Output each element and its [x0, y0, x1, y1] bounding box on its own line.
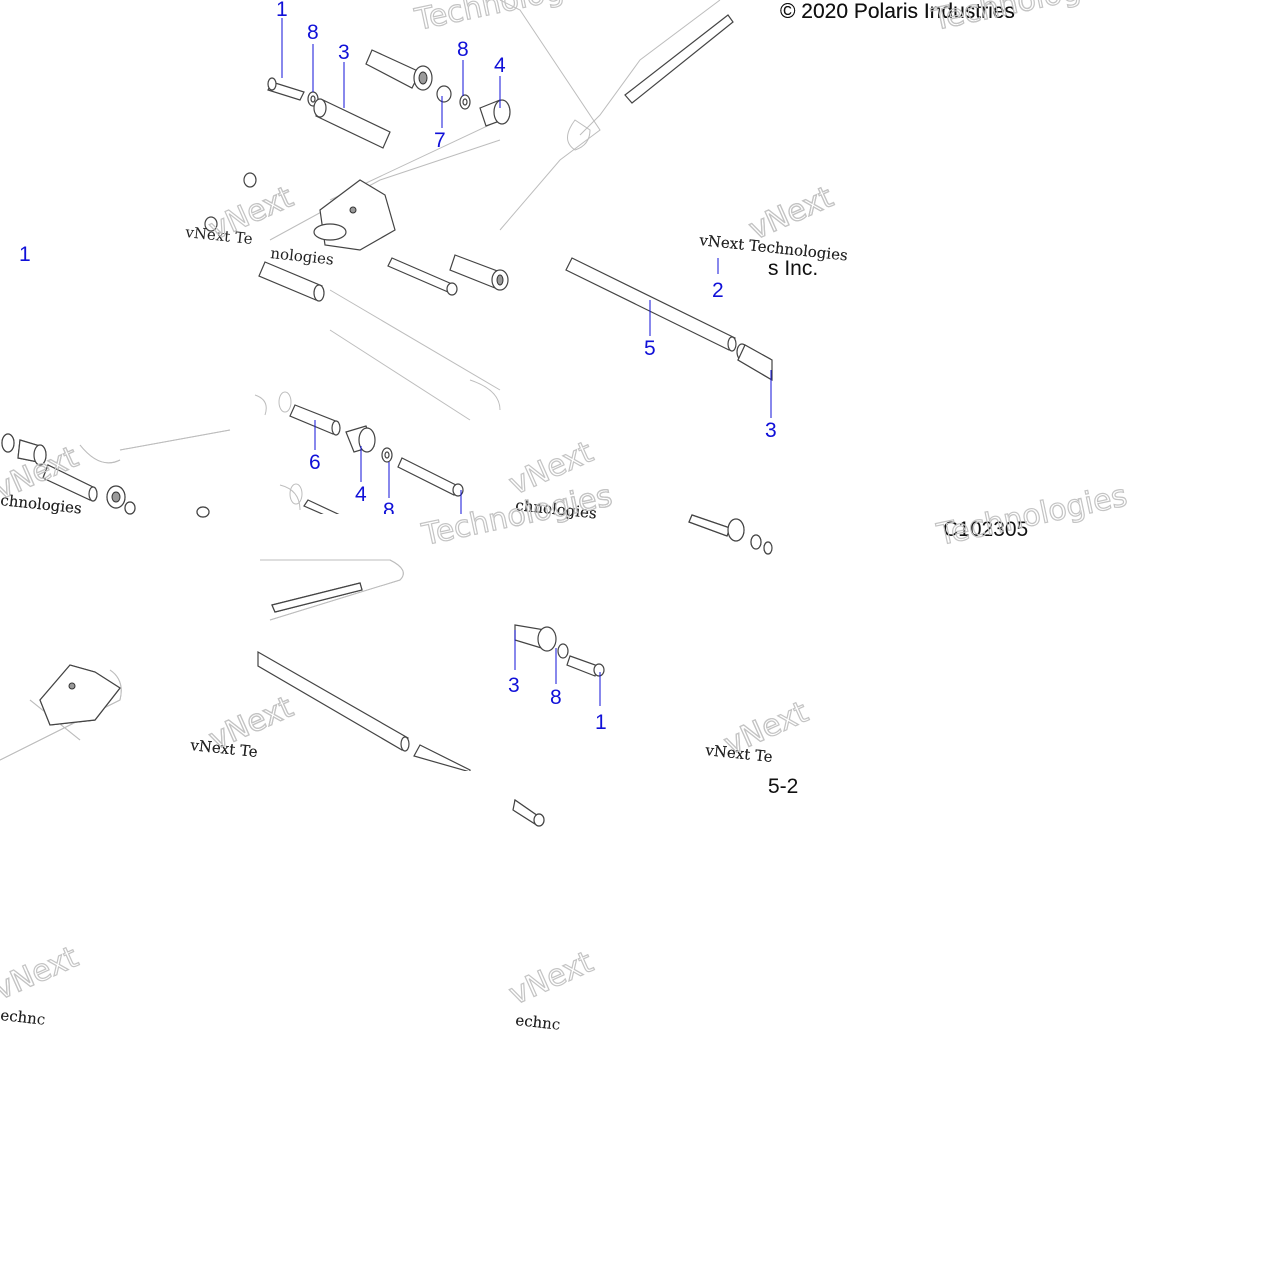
svg-text:nologies: nologies [270, 244, 335, 269]
bolt-top-left [267, 77, 305, 101]
svg-text:echnc: echnc [515, 1011, 562, 1034]
callout-8: 8 [307, 21, 319, 44]
svg-text:C102305: C102305 [943, 518, 1028, 541]
frame-bracket [313, 179, 396, 251]
bushing-bottom [514, 624, 605, 677]
svg-text:1: 1 [19, 243, 31, 266]
callout-8: 8 [383, 499, 395, 522]
callout-3: 3 [765, 419, 777, 442]
bushing-assembly-top [365, 49, 433, 91]
sleeve-center [278, 391, 341, 436]
sleeve-top [313, 98, 391, 149]
callout-8: 8 [550, 686, 562, 709]
callout-8: 8 [457, 38, 469, 61]
bushing-center [345, 425, 376, 453]
svg-text:© 2020 Polaris Industries: © 2020 Polaris Industries [780, 0, 1015, 23]
callout-1: 1 [276, 0, 288, 21]
callout-4: 4 [355, 483, 367, 506]
callout-3: 3 [508, 674, 520, 697]
callout-3: 3 [338, 41, 350, 64]
callout-5: 5 [644, 337, 656, 360]
svg-text:Technologies: Technologies [411, 0, 608, 38]
bolt-mid [387, 257, 458, 296]
callout-2: 2 [712, 279, 724, 302]
bushing-top [479, 99, 511, 127]
washer-center [381, 447, 393, 463]
svg-text:echnc: echnc [0, 1006, 46, 1029]
bushing-assembly-mid [449, 254, 509, 291]
nut-top [436, 85, 452, 103]
svg-text:vNext: vNext [744, 180, 839, 248]
svg-text:5-2: 5-2 [768, 775, 798, 798]
callout-6: 6 [309, 451, 321, 474]
copyright-text: © 2020 Polaris Industries [780, 0, 1015, 23]
svg-text:3: 3 [765, 419, 777, 442]
callout-7: 7 [434, 129, 446, 152]
washer-top-right [459, 94, 471, 110]
shaft-bottom [257, 650, 471, 773]
bolt-center [397, 457, 464, 497]
callout-4: 4 [494, 54, 506, 77]
callout-1: 1 [595, 711, 607, 734]
svg-text:s Inc.: s Inc. [768, 257, 818, 280]
sleeve-mid-left [258, 261, 325, 302]
